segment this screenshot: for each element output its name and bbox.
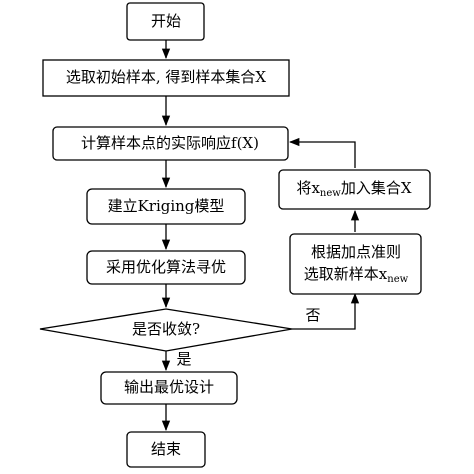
node-sample-label: 选取初始样本, 得到样本集合X xyxy=(66,68,267,86)
edge-add-compute xyxy=(288,137,356,168)
node-add-label: 将xnew加入集合X xyxy=(296,179,411,199)
node-add-suffix: 加入集合X xyxy=(341,179,412,197)
node-optimize-label: 采用优化算法寻优 xyxy=(106,258,226,276)
node-compute-label: 计算样本点的实际响应f(X) xyxy=(81,134,259,152)
edge-label-no: 否 xyxy=(305,306,320,324)
node-converge: 是否收敛? xyxy=(39,308,293,352)
node-optimize: 采用优化算法寻优 xyxy=(86,250,246,285)
node-add: 将xnew加入集合X xyxy=(278,169,431,210)
connectors xyxy=(161,40,360,432)
node-build: 建立Kriging模型 xyxy=(86,188,246,225)
node-select-line2: 选取新样本xnew xyxy=(304,265,409,285)
node-add-sub: new xyxy=(320,188,341,199)
node-output: 输出最优设计 xyxy=(100,371,238,405)
node-build-label: 建立Kriging模型 xyxy=(108,197,225,215)
node-output-label: 输出最优设计 xyxy=(124,378,214,396)
node-start-label: 开始 xyxy=(151,12,181,30)
node-select-line2-main: 选取新样本x xyxy=(304,265,388,283)
node-end-label: 结束 xyxy=(151,440,181,458)
edge-label-yes: 是 xyxy=(176,350,191,368)
node-select-line1: 根据加点准则 xyxy=(311,243,401,261)
edge-converge-select xyxy=(292,292,360,330)
node-sample: 选取初始样本, 得到样本集合X xyxy=(42,59,290,97)
node-compute: 计算样本点的实际响应f(X) xyxy=(52,126,289,161)
node-start: 开始 xyxy=(126,2,205,41)
node-converge-label: 是否收敛? xyxy=(132,320,200,338)
node-select: 根据加点准则 选取新样本xnew xyxy=(289,233,422,295)
node-add-prefix: 将x xyxy=(296,179,320,197)
node-select-line2-sub: new xyxy=(387,274,408,285)
node-end: 结束 xyxy=(126,431,206,468)
